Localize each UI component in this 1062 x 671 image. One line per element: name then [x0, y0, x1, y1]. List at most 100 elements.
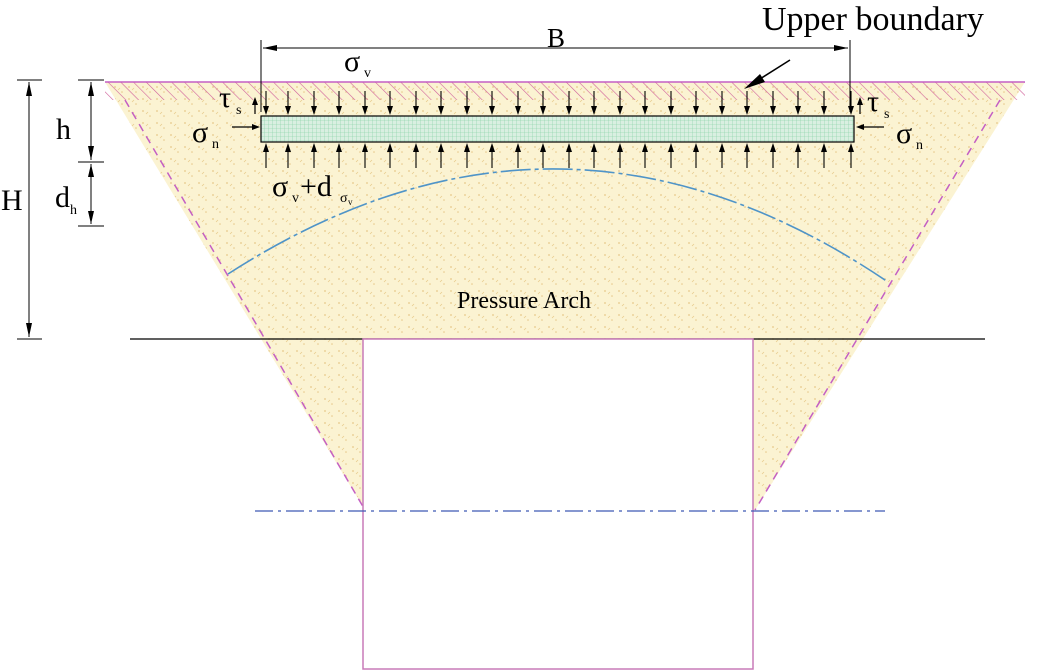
svg-text:h: h: [70, 203, 77, 218]
svg-text:v: v: [364, 66, 371, 81]
bottom-load-arrowhead: [464, 143, 470, 152]
top-load-arrowhead: [566, 106, 572, 115]
bottom-load-arrowhead: [489, 143, 495, 152]
svg-text:d: d: [55, 181, 70, 214]
dimension-small-h-arrow-bottom: [88, 146, 94, 160]
dimension-small-h-arrow-top: [88, 82, 94, 96]
top-load-arrowhead: [642, 106, 648, 115]
dh-label: d h: [55, 181, 77, 218]
tau-right-arrowhead: [857, 97, 863, 105]
upper-boundary-label: Upper boundary: [762, 1, 984, 38]
sigma-v-label: σ v: [344, 45, 371, 81]
svg-text:τ: τ: [867, 85, 879, 118]
bottom-load-arrowhead: [642, 143, 648, 152]
dimension-dh-arrow-top: [88, 164, 94, 177]
dimension-b-arrow-right: [834, 45, 848, 51]
top-load-arrowhead: [821, 106, 827, 115]
top-load-arrowhead: [795, 106, 801, 115]
svg-text:σ: σ: [340, 191, 348, 206]
top-load-arrowhead: [387, 106, 393, 115]
bottom-load-arrowhead: [744, 143, 750, 152]
bottom-load-arrowhead: [719, 143, 725, 152]
bottom-stress-label: σ v +d σ v: [272, 170, 353, 207]
tunnel-cavity: [362, 338, 754, 670]
pressure-arch-curve: [227, 168, 889, 283]
top-load-arrowhead: [744, 106, 750, 115]
top-load-arrowhead: [464, 106, 470, 115]
top-load-arrowhead: [693, 106, 699, 115]
sigma-n-left-label: σ n: [192, 116, 219, 152]
bottom-load-arrowhead: [668, 143, 674, 152]
sigma-n-left-arrowhead: [252, 124, 260, 130]
top-load-arrowhead: [719, 106, 725, 115]
top-load-arrowhead: [336, 106, 342, 115]
bottom-load-arrowhead: [566, 143, 572, 152]
bottom-load-arrowhead: [540, 143, 546, 152]
svg-text:τ: τ: [219, 81, 231, 114]
bottom-load-arrowhead: [311, 143, 317, 152]
sigma-n-right-label: σ n: [896, 117, 923, 153]
bottom-load-arrowhead: [362, 143, 368, 152]
top-load-arrowhead: [311, 106, 317, 115]
bottom-load-arrowhead: [263, 143, 269, 152]
top-load-arrowhead: [540, 106, 546, 115]
width-b-label: B: [547, 23, 565, 53]
bottom-load-arrowhead: [285, 143, 291, 152]
svg-text:n: n: [212, 137, 219, 152]
top-load-arrowhead: [362, 106, 368, 115]
svg-text:v: v: [348, 197, 353, 207]
bottom-load-arrowhead: [387, 143, 393, 152]
tau-s-left-label: τ s: [219, 81, 241, 118]
ground-hatch: [105, 82, 1025, 100]
wedge-left-line: [124, 99, 366, 511]
bottom-load-arrowhead: [438, 143, 444, 152]
top-load-arrowhead: [489, 106, 495, 115]
bottom-load-arrowhead: [693, 143, 699, 152]
svg-text:σ: σ: [344, 45, 360, 78]
bottom-load-arrowhead: [795, 143, 801, 152]
bottom-load-arrowhead: [413, 143, 419, 152]
dimension-b-arrow-left: [263, 45, 277, 51]
pressure-arch-label: Pressure Arch: [457, 288, 591, 314]
bottom-load-arrowhead: [515, 143, 521, 152]
bottom-load-arrows: [263, 143, 854, 168]
bottom-load-arrowhead: [617, 143, 623, 152]
top-load-arrowhead: [413, 106, 419, 115]
dimension-h-arrow-bottom: [26, 323, 32, 337]
tau-left-arrowhead: [252, 97, 258, 105]
svg-text:σ: σ: [192, 116, 208, 149]
top-load-arrows: [263, 91, 854, 115]
top-load-arrowhead: [515, 106, 521, 115]
top-load-arrowhead: [617, 106, 623, 115]
svg-text:s: s: [236, 103, 241, 118]
bottom-load-arrowhead: [591, 143, 597, 152]
dimension-dh-arrow-bottom: [88, 211, 94, 224]
bottom-load-arrowhead: [770, 143, 776, 152]
bottom-load-arrowhead: [336, 143, 342, 152]
top-load-arrowhead: [285, 106, 291, 115]
svg-text:σ: σ: [896, 117, 912, 150]
top-load-arrowhead: [770, 106, 776, 115]
wedge-right-line: [754, 99, 1001, 511]
h-label: h: [56, 113, 71, 146]
top-load-arrowhead: [438, 106, 444, 115]
big-h-label: H: [1, 184, 23, 217]
top-load-arrowhead: [668, 106, 674, 115]
top-load-arrowhead: [591, 106, 597, 115]
sigma-n-right-arrowhead: [856, 124, 864, 130]
top-load-arrowhead: [263, 106, 269, 115]
bottom-load-arrowhead: [848, 143, 854, 152]
soil-wedge: [105, 82, 1025, 510]
svg-text:s: s: [884, 107, 889, 122]
bottom-load-arrowhead: [821, 143, 827, 152]
dimension-h-arrow-top: [26, 82, 32, 96]
svg-text:v: v: [292, 191, 299, 206]
svg-text:n: n: [916, 138, 923, 153]
soil-element-strip: [260, 115, 855, 143]
top-load-arrowhead: [848, 106, 854, 115]
svg-text:+d: +d: [300, 170, 332, 203]
upper-boundary-leader-arrow: [744, 74, 765, 89]
tau-s-right-label: τ s: [867, 85, 889, 122]
svg-text:σ: σ: [272, 170, 288, 203]
